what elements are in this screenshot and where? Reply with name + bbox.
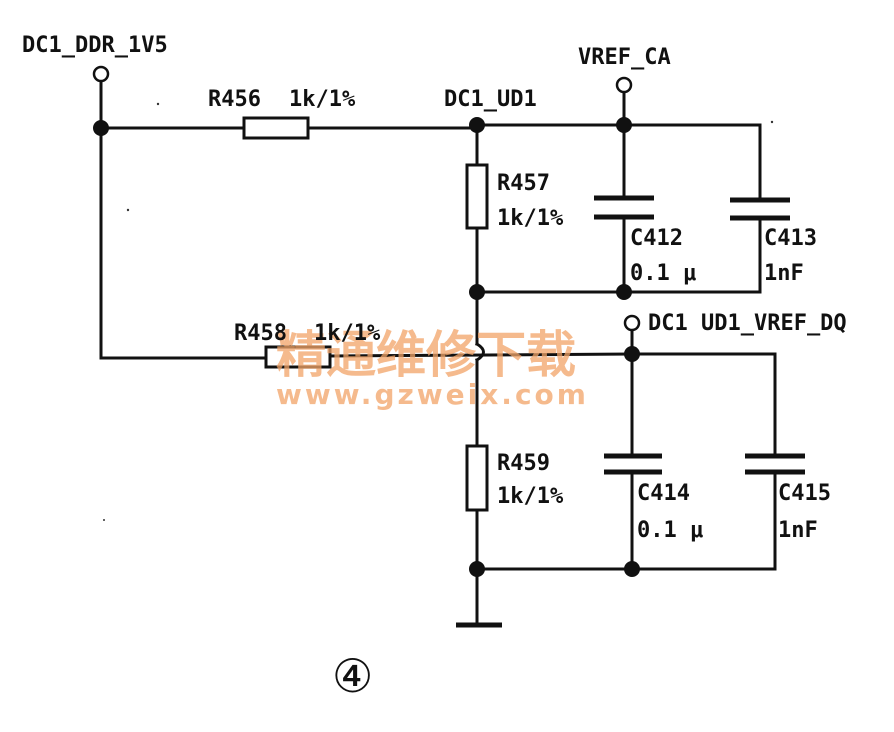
resistor-r457-ref: R457 (497, 171, 550, 196)
resistor-r458-body (264, 345, 332, 369)
capacitor-c412-value: 0.1 μ (630, 261, 696, 286)
resistor-r459-body (465, 444, 489, 512)
resistor-r456-body (242, 116, 310, 140)
resistor-r458-value: 1k/1% (314, 321, 381, 346)
capacitor-c415-symbol (745, 453, 805, 475)
resistor-r458-ref: R458 (234, 321, 287, 346)
capacitor-c412-symbol (594, 195, 654, 220)
resistor-r456-value: 1k/1% (289, 87, 356, 112)
junction-dot (616, 117, 632, 133)
junction-dots (93, 117, 640, 577)
capacitor-c414-ref: C414 (637, 481, 690, 506)
junction-dot (469, 284, 485, 300)
terminal-vref-dq (623, 314, 641, 332)
resistor-r459-ref: R459 (497, 451, 550, 476)
junction-dot (616, 284, 632, 300)
capacitor-c413-symbol (730, 197, 790, 221)
net-label-vref-dq: DC1 UD1_VREF_DQ (648, 311, 847, 336)
resistor-r456-ref: R456 (208, 87, 261, 112)
capacitor-c413-ref: C413 (764, 226, 817, 251)
capacitor-c412-ref: C412 (630, 226, 683, 251)
watermark-url: www.gzweix.com (276, 378, 589, 411)
junction-dot (624, 346, 640, 362)
terminal-vref-ca (615, 76, 633, 94)
capacitor-c415-value: 1nF (778, 518, 818, 543)
scan-specks (103, 102, 774, 521)
resistor-r459-value: 1k/1% (497, 484, 564, 509)
capacitor-c414-value: 0.1 μ (637, 518, 703, 543)
net-label-supply: DC1_DDR_1V5 (22, 33, 168, 58)
capacitor-c415-ref: C415 (778, 481, 831, 506)
net-label-vref-ca: VREF_CA (578, 45, 671, 70)
junction-dot (624, 561, 640, 577)
junction-dot (469, 561, 485, 577)
junction-dot (93, 120, 109, 136)
figure-marker: ④ (332, 649, 373, 703)
capacitor-c413-value: 1nF (764, 261, 804, 286)
terminal-supply (92, 65, 110, 83)
capacitor-c414-symbol (604, 453, 662, 475)
watermark-text: 精通维修下载 (276, 326, 576, 384)
net-label-dc1-ud1: DC1_UD1 (444, 87, 537, 112)
resistor-r457-body (465, 163, 489, 230)
junction-dot (469, 117, 485, 133)
resistor-r457-value: 1k/1% (497, 206, 564, 231)
